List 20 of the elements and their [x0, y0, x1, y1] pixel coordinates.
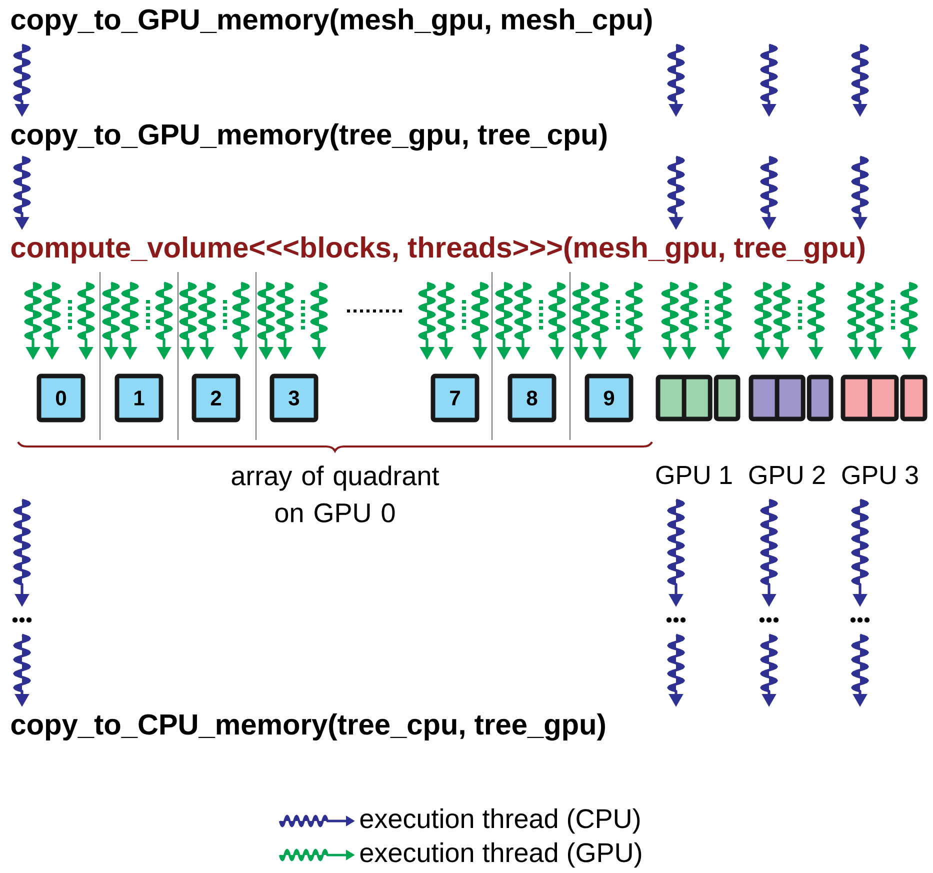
- quadrant-box: 7: [430, 374, 480, 422]
- code-line: copy_to_GPU_memory(mesh_gpu, mesh_cpu): [11, 8, 652, 36]
- gpu-memory-box: [748, 374, 834, 422]
- quadrant-box: 9: [584, 374, 634, 422]
- quadrant-box: 2: [192, 374, 240, 422]
- code-line: copy_to_CPU_memory(tree_cpu, tree_gpu): [11, 713, 605, 741]
- gpu-memory-box: [656, 374, 740, 422]
- gpu-label: GPU 1: [656, 466, 732, 484]
- quadrant-box: 0: [36, 374, 86, 422]
- quadrant-box: 1: [114, 374, 164, 422]
- legend-text: execution thread (CPU): [360, 808, 640, 834]
- quadrant-box: 3: [270, 374, 318, 422]
- gpu-label: GPU 3: [842, 466, 918, 484]
- gpu-memory-box: [840, 374, 928, 422]
- caption-text: array of quadrant on GPU 0: [232, 466, 440, 522]
- code-line: copy_to_GPU_memory(tree_gpu, tree_cpu): [11, 123, 607, 151]
- quadrant-box: 8: [508, 374, 556, 422]
- gpu-label: GPU 2: [749, 466, 825, 484]
- kernel-call: compute_volume<<<blocks, threads>>>(mesh_gpu, tree_gpu): [11, 236, 865, 264]
- legend-text: execution thread (GPU): [360, 842, 642, 868]
